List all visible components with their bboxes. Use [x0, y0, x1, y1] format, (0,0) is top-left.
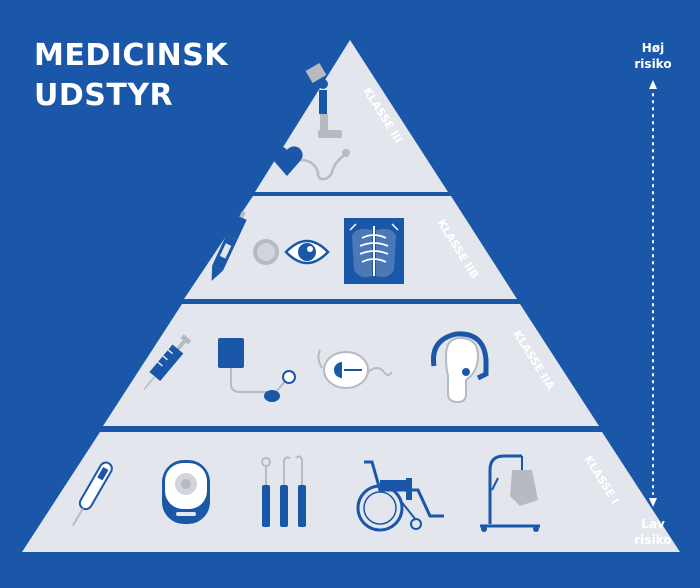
risk-arrow-down	[649, 498, 657, 507]
leg-prosthesis-icon	[305, 62, 342, 138]
title-line-1: MEDICINSK	[34, 38, 229, 73]
hearing-aid-icon	[430, 331, 489, 404]
syringe-icon	[143, 334, 192, 391]
eye-patch-icon	[317, 349, 393, 389]
risk-low-label: Lav risiko	[623, 516, 683, 548]
pacemaker-icon	[271, 146, 350, 181]
risk-arrow-up	[649, 80, 657, 89]
risk-low-line-2: risiko	[634, 533, 672, 547]
patient-lift-icon	[480, 454, 540, 532]
contact-lens-icon	[253, 239, 279, 265]
tier-klasse-i	[22, 432, 680, 552]
risk-high-label: Høj risiko	[623, 40, 683, 72]
dental-tools-icon	[261, 455, 306, 527]
risk-low-line-1: Lav	[641, 517, 665, 531]
risk-axis	[649, 80, 657, 507]
title-line-2: UDSTYR	[34, 78, 174, 113]
page-title: MEDICINSK UDSTYR	[34, 36, 228, 116]
risk-high-line-1: Høj	[641, 41, 665, 55]
tier-klasse-iii	[255, 40, 448, 192]
risk-high-line-2: risiko	[634, 57, 672, 71]
wheelchair-icon	[356, 460, 444, 532]
thermometer-icon	[72, 461, 113, 527]
insulin-pen-icon	[211, 211, 247, 281]
xray-icon	[344, 218, 404, 284]
ostomy-bag-icon	[162, 460, 210, 524]
eye-icon	[284, 239, 330, 265]
blood-pressure-monitor-icon	[218, 338, 296, 402]
